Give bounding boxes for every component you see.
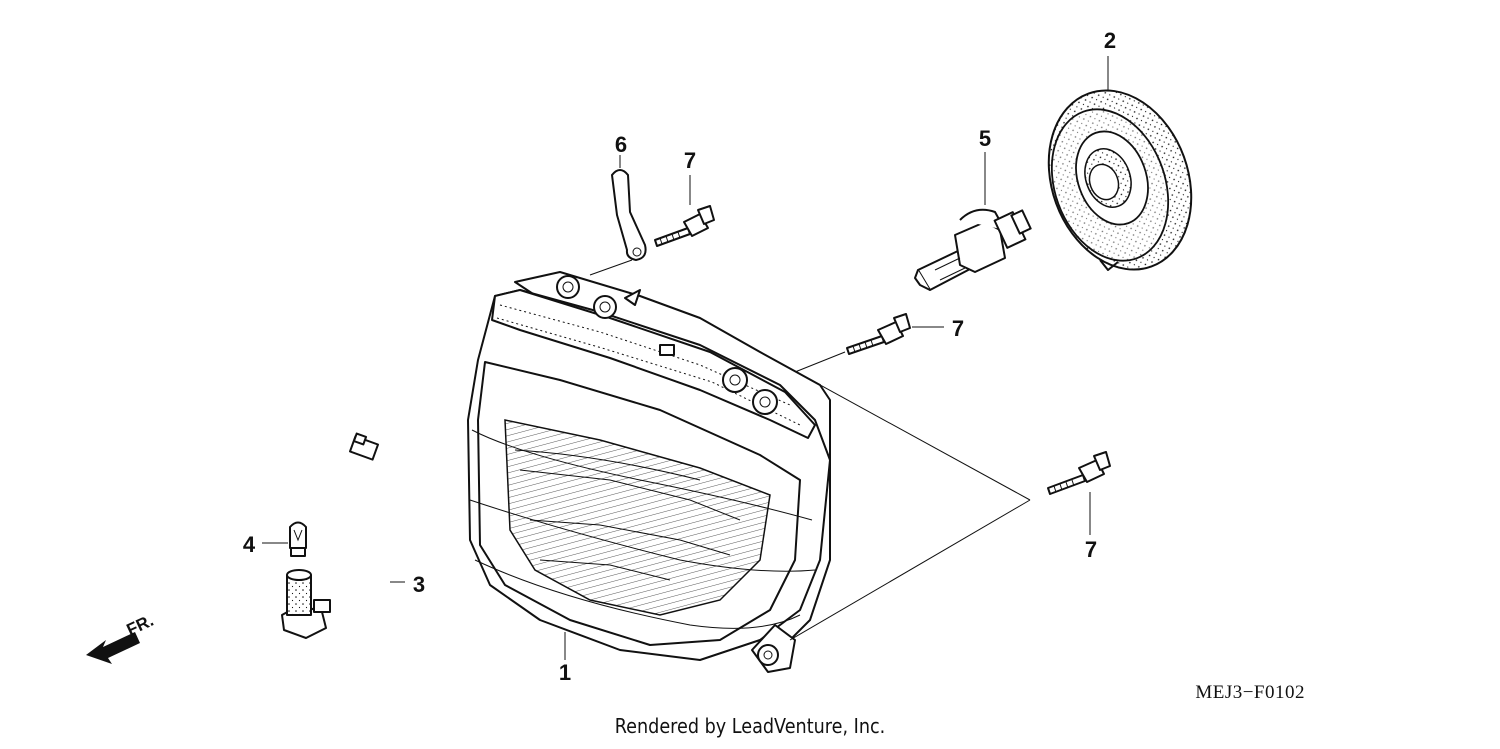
bolt-middle[interactable] xyxy=(846,313,911,355)
callout-7-lower: 7 xyxy=(1085,537,1097,562)
headlight-dust-cover[interactable] xyxy=(1025,70,1216,289)
callout-5: 5 xyxy=(979,126,991,151)
callout-7-middle: 7 xyxy=(952,316,964,341)
bolt-upper[interactable] xyxy=(654,205,715,247)
position-light-bulb[interactable] xyxy=(289,521,307,557)
position-light-socket-harness[interactable] xyxy=(281,432,429,639)
callout-7-upper: 7 xyxy=(684,148,696,173)
callout-4: 4 xyxy=(243,532,256,557)
headlight-unit[interactable] xyxy=(467,271,831,673)
callout-6: 6 xyxy=(615,132,627,157)
callout-3: 3 xyxy=(413,572,425,597)
headlight-bulb[interactable] xyxy=(914,208,1032,291)
bolt-lower[interactable] xyxy=(1047,451,1111,495)
callout-1: 1 xyxy=(559,660,571,685)
callout-2: 2 xyxy=(1104,28,1116,53)
render-credit: Rendered by LeadVenture, Inc. xyxy=(614,714,886,738)
front-direction-arrow: FR. xyxy=(86,611,157,664)
leader-lines xyxy=(262,56,1109,660)
headlight-stay[interactable] xyxy=(611,169,647,261)
figure-code: MEJ3−F0102 xyxy=(1195,682,1305,703)
